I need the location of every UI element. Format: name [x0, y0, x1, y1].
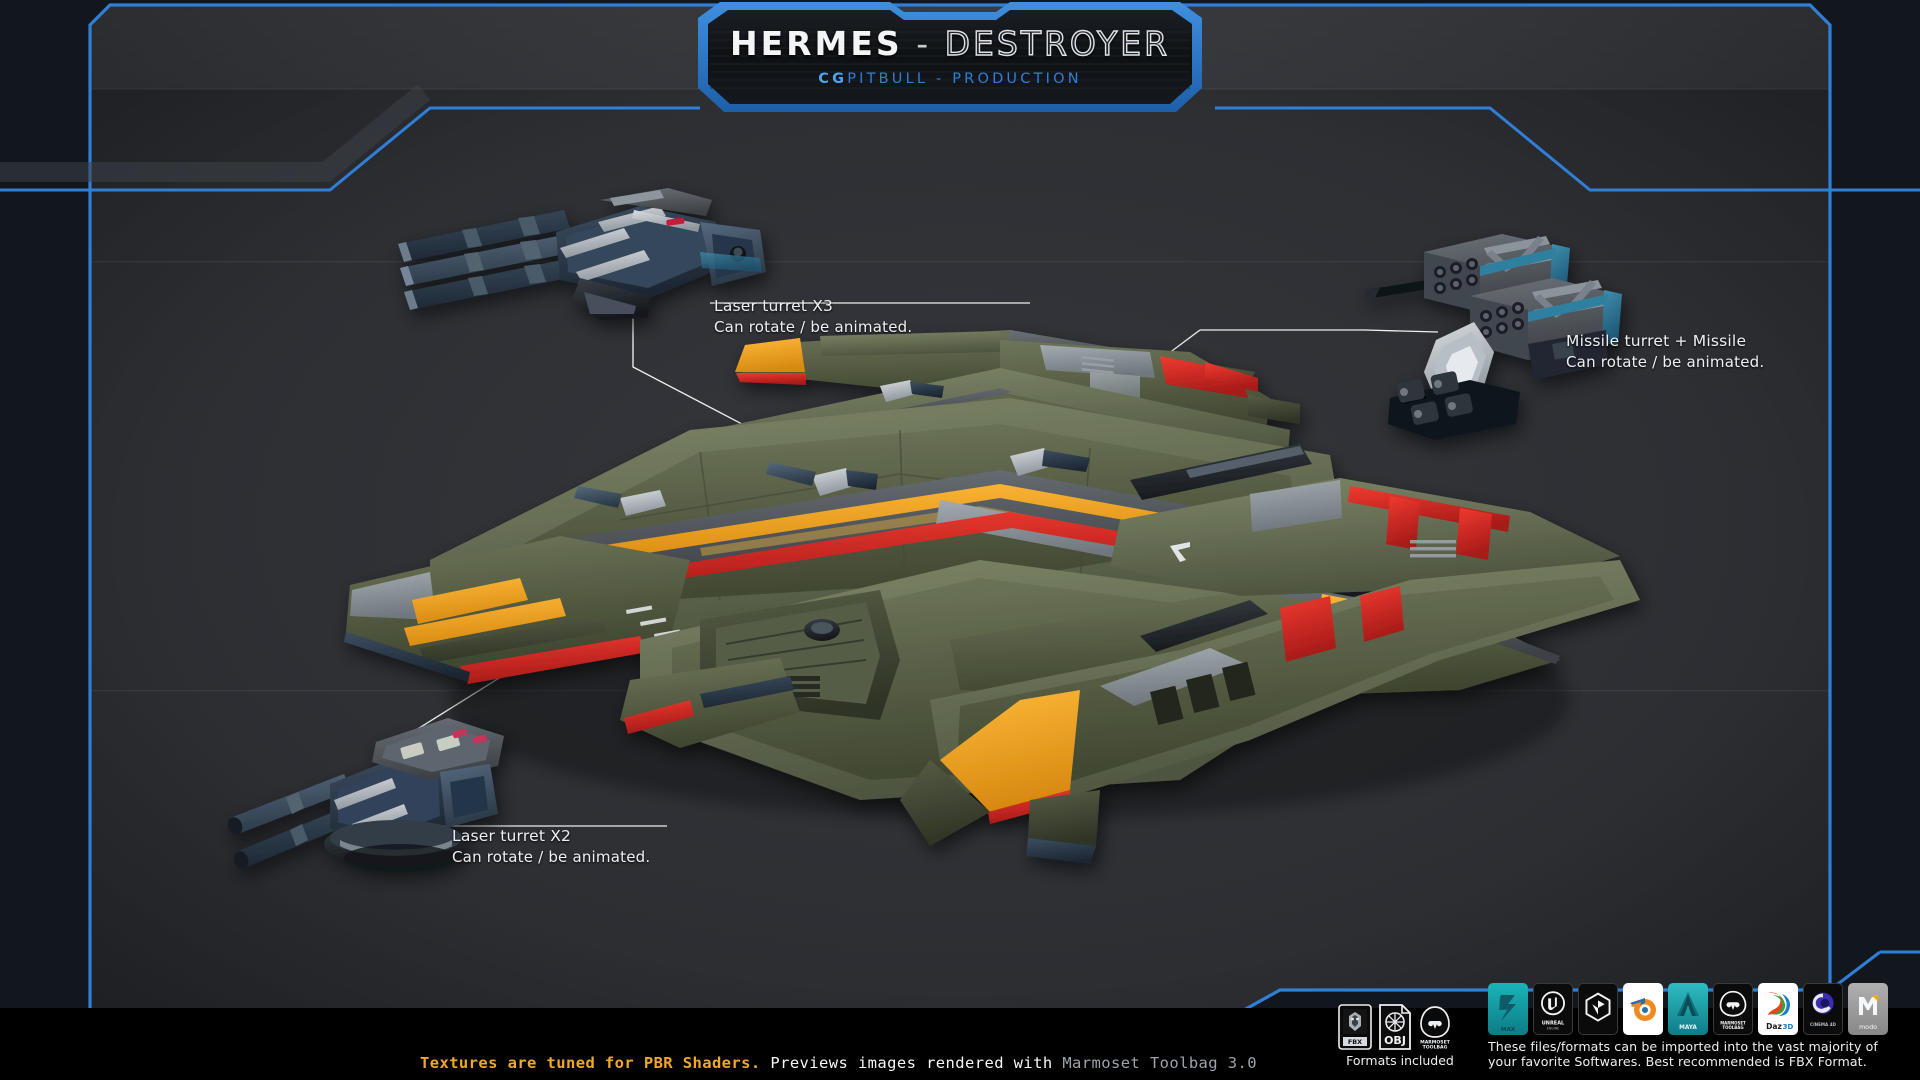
unreal-icon: UNREAL ENGINE: [1533, 982, 1573, 1035]
unity-icon: [1578, 982, 1618, 1035]
svg-text:TOOLBAG: TOOLBAG: [1423, 1045, 1448, 1051]
title-destroyer: DESTROYER: [944, 23, 1171, 63]
callout-laser-x2-note: Can rotate / be animated.: [452, 848, 651, 867]
footer-shader-note: Textures are tuned for PBR Shaders. Prev…: [420, 1054, 1257, 1072]
daz3d-icon: Daz 3D: [1758, 982, 1798, 1035]
title-hermes: HERMES: [729, 24, 903, 63]
software-icon-row: MAX UNREAL ENGINE: [1488, 982, 1908, 1035]
svg-text:MARMOSET: MARMOSET: [1420, 1040, 1451, 1046]
cinema4d-icon: CINEMA 4D: [1803, 982, 1843, 1035]
svg-text:OBJ: OBJ: [1384, 1034, 1406, 1047]
software-compat-caption: These files/formats can be imported into…: [1488, 1039, 1908, 1070]
footer-marmoset-text: Marmoset Toolbag 3.0: [1062, 1054, 1257, 1072]
software-compat-group: MAX UNREAL ENGINE: [1488, 982, 1908, 1070]
callout-laser-x3-title: Laser turret X3: [714, 297, 834, 315]
page-subtitle: CGPITBULL - PRODUCTION: [690, 71, 1210, 87]
formats-included-caption: Formats included: [1346, 1053, 1454, 1068]
callout-missile-turret: Missile turret + Missile Can rotate / be…: [1566, 331, 1764, 373]
svg-text:ENGINE: ENGINE: [1547, 1026, 1559, 1030]
callout-laser-turret-x3: Laser turret X3 Can rotate / be animated…: [714, 296, 912, 338]
laser-turret-x3-render: [398, 188, 766, 320]
callout-missile-note: Can rotate / be animated.: [1566, 353, 1765, 372]
footer-pbr-text: Textures are tuned for PBR Shaders.: [420, 1054, 761, 1072]
modo-icon: modo: [1848, 982, 1888, 1035]
svg-text:CINEMA 4D: CINEMA 4D: [1810, 1021, 1836, 1026]
title-separator: -: [902, 24, 945, 63]
maya-icon: MAYA: [1668, 982, 1708, 1035]
callout-laser-x3-note: Can rotate / be animated.: [714, 318, 913, 337]
missile-turret-base: [1388, 371, 1520, 440]
software-caption-line1: These files/formats can be imported into…: [1488, 1038, 1878, 1054]
footer-render-text: Previews images rendered with: [760, 1054, 1063, 1072]
formats-included-group: FBX OBJ MARMOSET TOOLBAG: [1338, 1004, 1468, 1068]
subtitle-cg: CG: [818, 71, 848, 87]
title-plate: HERMES - DESTROYER CGPITBULL - PRODUCTIO…: [690, 2, 1210, 117]
title-text-block: HERMES - DESTROYER CGPITBULL - PRODUCTIO…: [690, 23, 1210, 87]
software-caption-line2: your favorite Softwares. Best recommende…: [1488, 1054, 1867, 1070]
svg-text:TOOLBAG: TOOLBAG: [1722, 1025, 1743, 1030]
svg-text:MAX: MAX: [1501, 1027, 1516, 1033]
marmoset-icon: MARMOSET TOOLBAG: [1713, 982, 1753, 1035]
svg-text:MAYA: MAYA: [1679, 1025, 1697, 1031]
3ds-max-icon: MAX: [1488, 982, 1528, 1035]
marmoset-toolbag-icon: MARMOSET TOOLBAG: [1418, 1004, 1452, 1051]
formats-icon-row: FBX OBJ MARMOSET TOOLBAG: [1338, 1004, 1468, 1051]
svg-text:modo: modo: [1859, 1023, 1877, 1031]
svg-text:Daz: Daz: [1766, 1022, 1782, 1031]
svg-text:3D: 3D: [1783, 1023, 1794, 1031]
svg-text:FBX: FBX: [1348, 1038, 1362, 1046]
fbx-format-icon: FBX: [1338, 1004, 1372, 1050]
callout-missile-title: Missile turret + Missile: [1566, 332, 1747, 350]
blender-icon: [1623, 982, 1663, 1035]
svg-text:UNREAL: UNREAL: [1542, 1020, 1565, 1026]
obj-format-icon: OBJ: [1378, 1004, 1412, 1050]
page-title: HERMES - DESTROYER: [690, 23, 1210, 63]
callout-laser-x2-title: Laser turret X2: [452, 827, 572, 845]
subtitle-rest: PITBULL - PRODUCTION: [847, 71, 1082, 87]
callout-laser-turret-x2: Laser turret X2 Can rotate / be animated…: [452, 826, 650, 868]
